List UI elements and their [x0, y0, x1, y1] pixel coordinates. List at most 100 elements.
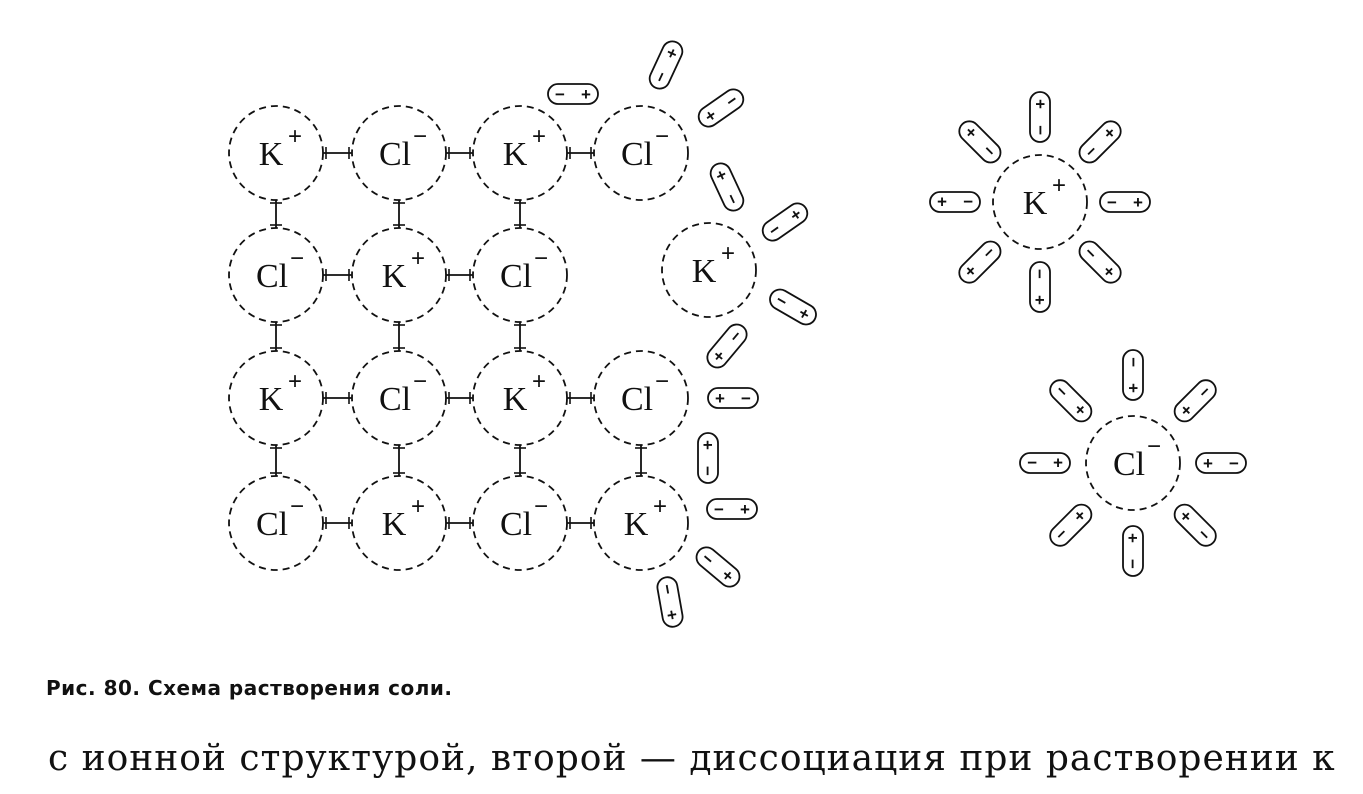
dipole-body [1029, 261, 1051, 313]
ion-charge: − [534, 493, 548, 520]
dipole-body [761, 202, 809, 242]
dipole-body [1173, 379, 1217, 423]
dipole-body [1195, 452, 1247, 474]
water-dipole: −+ [648, 40, 684, 90]
lattice-ions: K+Cl−K+Cl−Cl−K+Cl−K+Cl−K+Cl−Cl−K+Cl−K+K+… [228, 105, 1181, 571]
dipole-body [1122, 349, 1144, 401]
ion-circle [228, 475, 324, 571]
water-dipole: −+ [1078, 120, 1122, 164]
dipole-sign: − [963, 192, 973, 211]
ion-charge: + [532, 123, 546, 150]
ion-circle [472, 105, 568, 201]
dipole-sign: + [1124, 383, 1143, 393]
dipole-body [709, 162, 745, 212]
dipole-sign: + [698, 440, 717, 450]
water-dipole: +− [1019, 452, 1071, 474]
ion-symbol: K [382, 258, 407, 295]
ion-symbol: K [503, 381, 528, 418]
ion-charge: + [288, 123, 302, 150]
ion-circle [593, 350, 689, 446]
detached-potassium-ion: K+ [661, 222, 757, 318]
dipole-sign: − [1030, 269, 1049, 279]
dipole-sign: + [662, 608, 682, 621]
water-dipole: −+ [695, 546, 741, 588]
dipole-sign: + [1053, 453, 1063, 472]
ion-circle [472, 227, 568, 323]
water-dipole: +− [1049, 379, 1093, 423]
dipole-sign: − [657, 583, 677, 596]
dipole-body [769, 288, 817, 326]
dipole-sign: − [741, 389, 751, 408]
chloride-ion: Cl− [593, 105, 689, 201]
water-dipole: −+ [929, 191, 981, 213]
ion-charge: − [290, 493, 304, 520]
ion-charge: + [721, 240, 735, 267]
ion-circle [593, 105, 689, 201]
potassium-ion: K+ [593, 475, 689, 571]
dipole-sign: + [1133, 193, 1143, 212]
dipole-body [1019, 452, 1071, 474]
dipole-body [547, 83, 599, 105]
water-dipole: +− [697, 432, 719, 484]
water-dipole: +− [1049, 503, 1093, 547]
ion-symbol: Cl [500, 258, 532, 295]
dipole-body [697, 88, 745, 128]
ion-symbol: K [1023, 185, 1048, 222]
potassium-ion: K+ [472, 105, 568, 201]
dipole-body [1173, 503, 1217, 547]
water-dipole: +− [1122, 525, 1144, 577]
ion-charge: − [290, 245, 304, 272]
dipole-body [929, 191, 981, 213]
ion-circle [228, 227, 324, 323]
dipole-body [1049, 503, 1093, 547]
ion-charge: − [1147, 433, 1161, 460]
ion-circle [593, 475, 689, 571]
ion-circle [992, 154, 1088, 250]
potassium-ion: K+ [351, 475, 447, 571]
dipole-sign: + [1031, 99, 1050, 109]
ion-symbol: Cl [500, 506, 532, 543]
dipole-sign: + [937, 192, 947, 211]
water-dipole: −+ [958, 240, 1002, 284]
ion-symbol: Cl [1113, 446, 1145, 483]
ion-circle [351, 227, 447, 323]
ion-symbol: Cl [256, 258, 288, 295]
dipole-body [648, 40, 684, 90]
water-dipole: +− [1122, 349, 1144, 401]
water-dipole: +− [707, 387, 759, 409]
dipole-body [697, 432, 719, 484]
hydrated-potassium-ion: K+ [992, 154, 1088, 250]
ion-circle [351, 475, 447, 571]
dipole-sign: − [714, 500, 724, 519]
ion-charge: − [413, 368, 427, 395]
potassium-ion: K+ [228, 350, 324, 446]
hydrated-chloride-ion: Cl− [1085, 415, 1181, 511]
ion-symbol: K [382, 506, 407, 543]
ion-circle [472, 350, 568, 446]
dipole-body [707, 387, 759, 409]
ion-charge: − [413, 123, 427, 150]
dipole-sign: + [740, 500, 750, 519]
water-dipole: −+ [769, 288, 817, 326]
chloride-ion: Cl− [593, 350, 689, 446]
chloride-ion: Cl− [351, 350, 447, 446]
water-dipole: −+ [958, 120, 1002, 164]
ion-charge: + [1052, 172, 1066, 199]
chloride-ion: Cl− [228, 227, 324, 323]
ion-symbol: Cl [256, 506, 288, 543]
water-dipole: −+ [706, 498, 758, 520]
dipole-sign: + [1123, 533, 1142, 543]
dipole-sign: − [1229, 454, 1239, 473]
water-dipole: −+ [1078, 240, 1122, 284]
chloride-ion: Cl− [351, 105, 447, 201]
dipole-sign: + [1203, 454, 1213, 473]
potassium-ion: K+ [351, 227, 447, 323]
dipole-sign: − [698, 466, 717, 476]
dipole-body [1122, 525, 1144, 577]
ion-circle [351, 350, 447, 446]
dipole-sign: − [1123, 559, 1142, 569]
potassium-ion: K+ [472, 350, 568, 446]
ion-symbol: Cl [621, 136, 653, 173]
ion-charge: − [655, 123, 669, 150]
dipole-sign: + [715, 389, 725, 408]
